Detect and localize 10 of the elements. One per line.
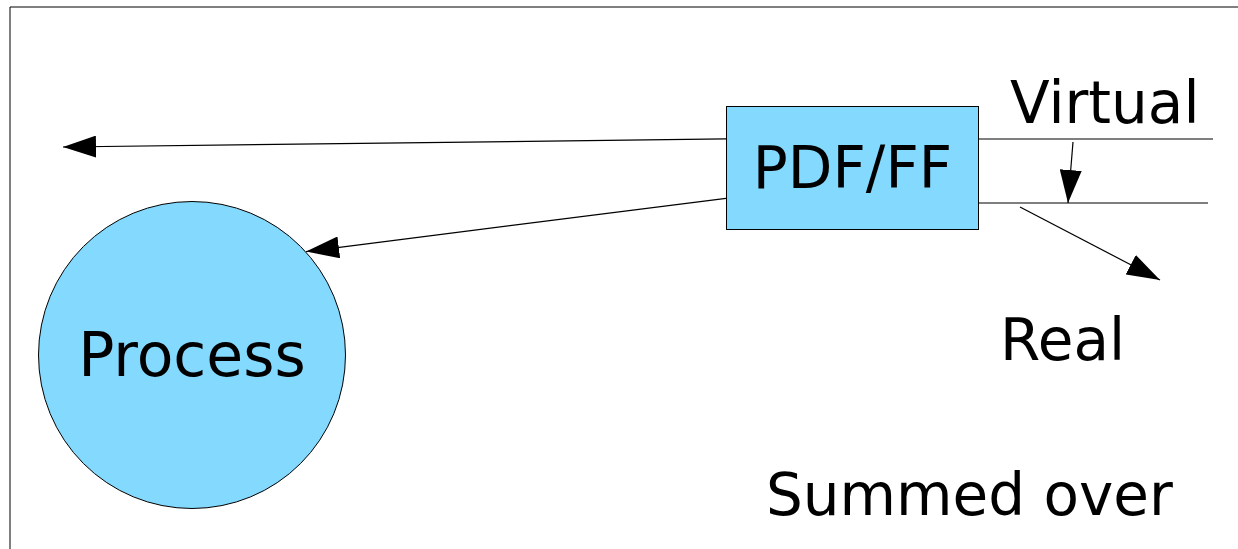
text-label: Summed over xyxy=(766,466,1173,524)
process-box xyxy=(726,106,979,230)
line xyxy=(978,138,1214,140)
text-label: Real xyxy=(1000,311,1126,369)
arrow xyxy=(62,135,727,158)
line xyxy=(978,202,1209,204)
node-label: Process xyxy=(78,320,306,390)
arrow xyxy=(305,197,727,259)
node-label: PDF/FF xyxy=(752,134,953,202)
text-label: Virtual xyxy=(1010,74,1200,132)
